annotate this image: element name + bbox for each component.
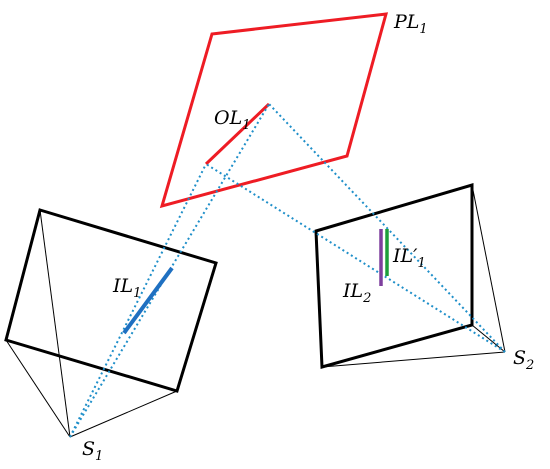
ray-s1-ol1-start: [69, 163, 207, 438]
label-il1-prime: IL′1: [392, 245, 426, 271]
object-plane-pl1: [159, 12, 389, 209]
object-line-ol1: [204, 102, 271, 166]
image-plane-1: [4, 208, 218, 393]
label-s1: S1: [82, 438, 103, 464]
label-ol1: OL1: [214, 107, 250, 133]
image-line-il1: [122, 266, 174, 335]
label-il2: IL2: [342, 280, 371, 306]
image-plane-2: [314, 182, 474, 369]
label-s2: S2: [513, 347, 534, 373]
projection-rays: [69, 103, 506, 438]
label-il1: IL1: [112, 275, 141, 301]
ray-s2-ol1-start: [205, 163, 506, 353]
label-pl1: PL1: [393, 11, 428, 37]
ray-s2-ol1-end: [268, 103, 506, 353]
camera-1-frustum: [5, 209, 178, 438]
camera-2-frustum: [321, 184, 506, 368]
